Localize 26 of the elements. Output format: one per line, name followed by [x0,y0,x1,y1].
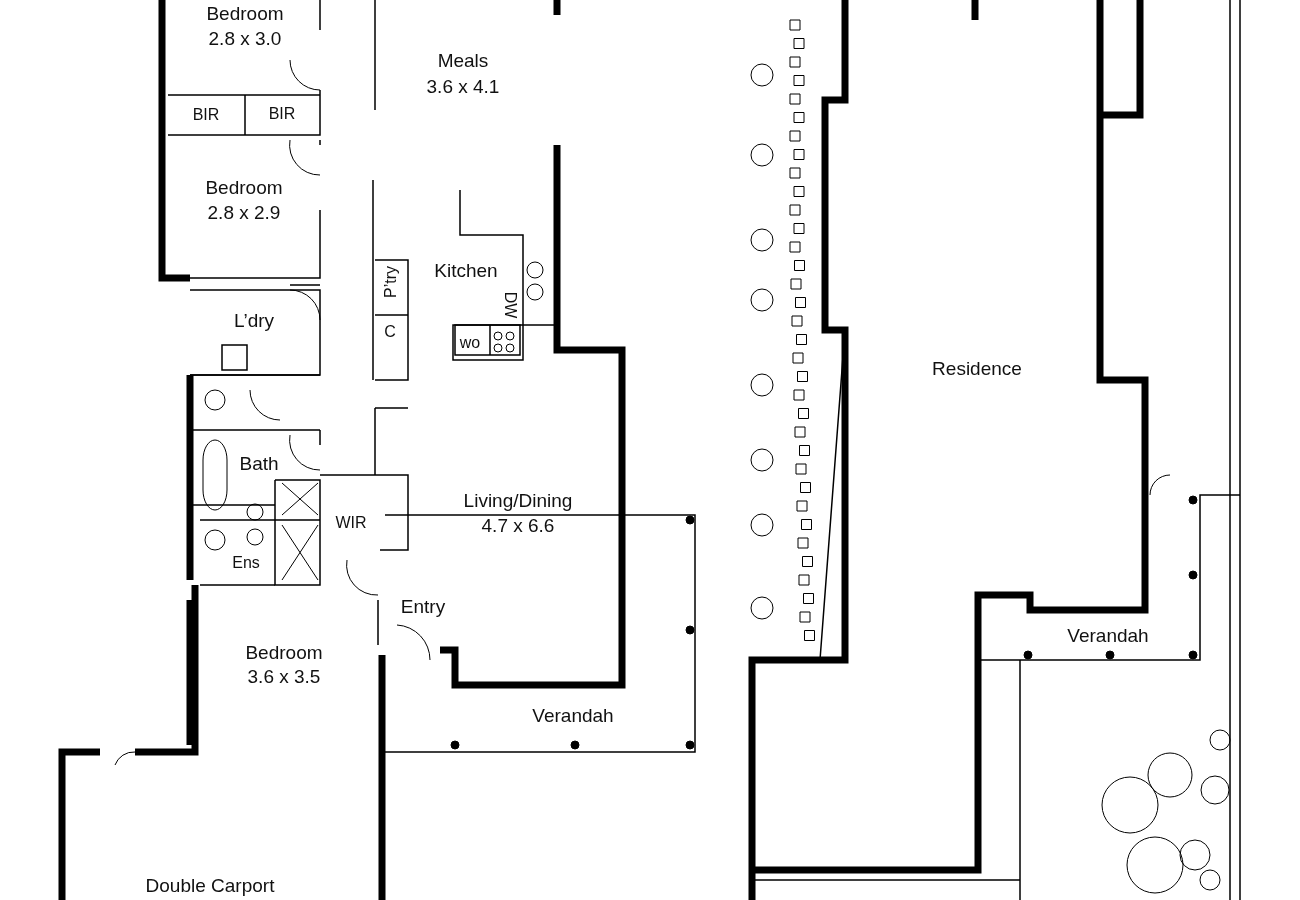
appliance-label: wo [459,335,481,351]
room-label: Living/Dining [463,490,573,510]
room-label: BIR [192,107,220,123]
room-dimensions: 3.6 x 3.5 [247,666,321,686]
room-label: Bedroom [206,3,284,23]
room-dimensions: 4.7 x 6.6 [481,515,555,535]
room-label: Residence [932,358,1022,378]
room-label: L’dry [233,310,275,330]
room-label: Verandah [1067,625,1149,645]
appliance-label: DW [502,291,518,319]
room-label: WIR [335,515,367,531]
room-label: Double Carport [145,875,275,895]
room-label: Bath [239,453,279,473]
room-label: Meals [437,50,489,70]
room-label: P’try [383,266,399,298]
room-dimensions: 2.8 x 2.9 [207,202,281,222]
room-dimensions: 3.6 x 4.1 [426,76,500,96]
room-label: Kitchen [434,260,498,280]
room-label: Bedroom [205,177,283,197]
room-label: Entry [400,596,446,616]
room-dimensions: 2.8 x 3.0 [208,28,282,48]
room-label: Bedroom [245,642,323,662]
room-label: BIR [268,106,296,122]
room-label: C [384,324,396,340]
room-label: Ens [232,555,260,571]
room-label: Verandah [532,705,614,725]
